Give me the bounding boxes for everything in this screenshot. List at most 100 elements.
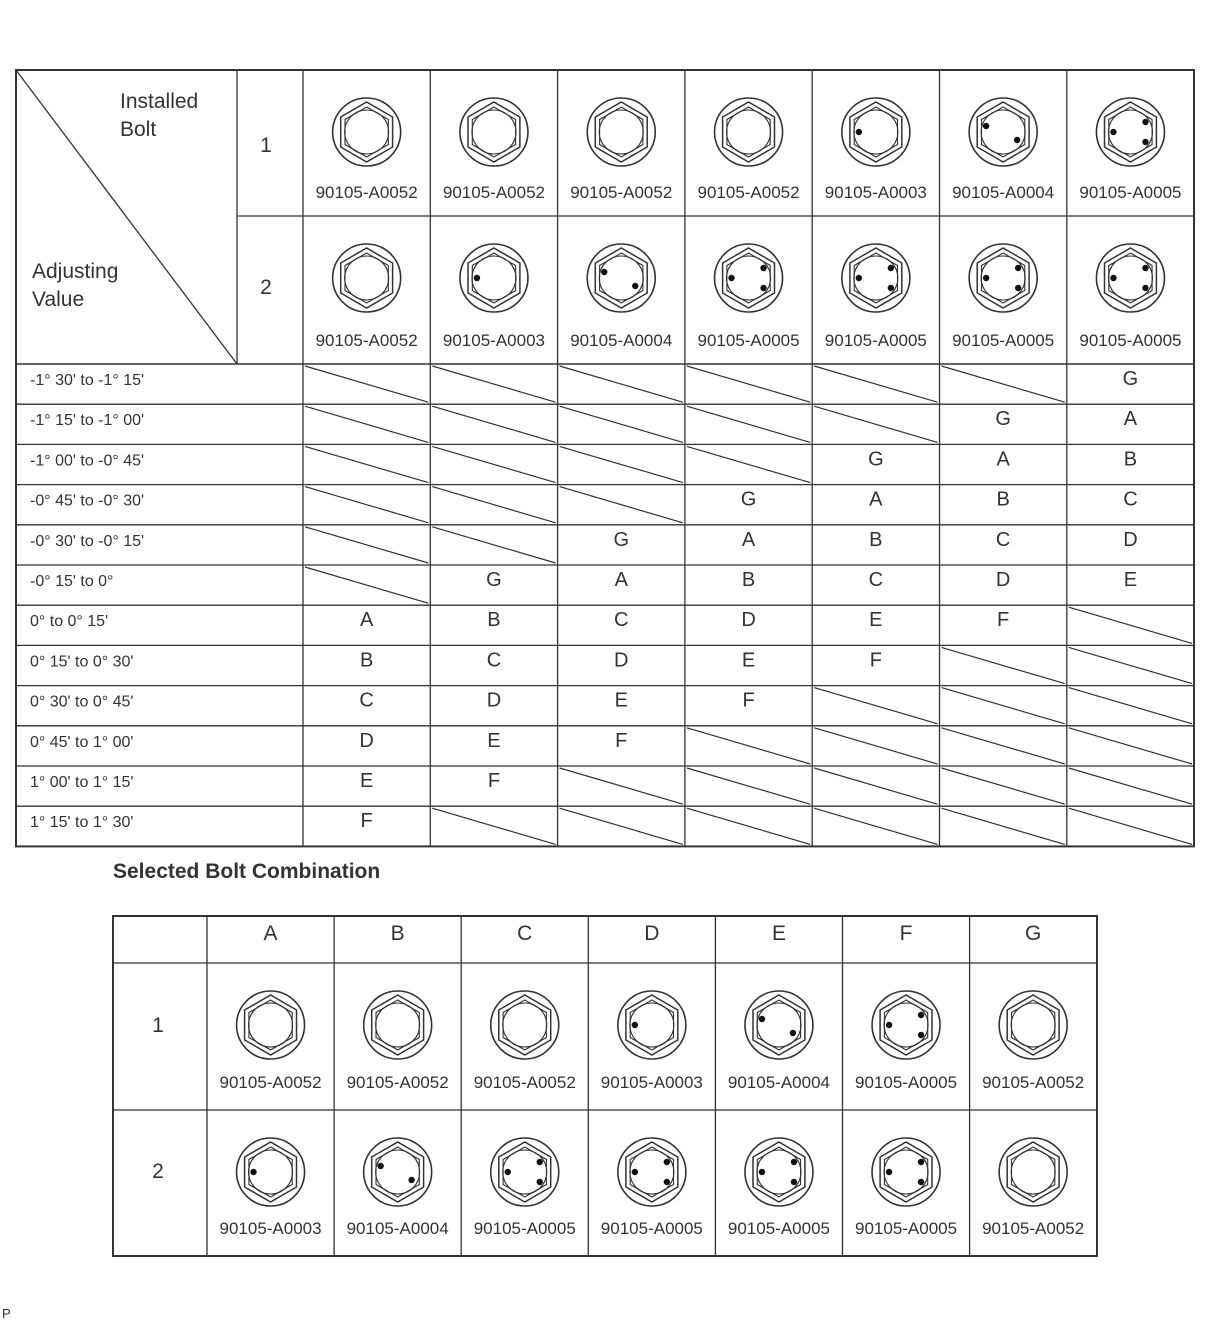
na-cell-hatch	[1068, 687, 1193, 725]
bolt-hex-inner	[375, 1146, 420, 1198]
bolt-hex-inner	[471, 106, 517, 158]
bolt-hex-outline	[243, 1141, 298, 1203]
bolt-dot-mark	[885, 1168, 893, 1176]
bolt-hex-outline	[625, 1141, 679, 1203]
adjusting-value-label: -0° 45' to -0° 30'	[30, 493, 144, 510]
bolt-hex-inner	[248, 1146, 293, 1198]
combination-letter: D	[1123, 529, 1137, 551]
bolt-hex-inner	[471, 252, 517, 304]
combination-letter: C	[359, 690, 373, 712]
bolt-dot-mark	[536, 1158, 543, 1166]
bolt-outer-circle	[586, 97, 657, 167]
combo-bolt-part-number: 90105-A0005	[855, 1073, 957, 1092]
installed-bolt-part-number: 90105-A0052	[570, 183, 672, 202]
adjustment-table-border	[15, 69, 1195, 848]
bolt-dot-mark	[1014, 284, 1022, 292]
combination-letter: A	[615, 569, 629, 591]
na-cell-hatch	[686, 767, 811, 805]
combination-letter: E	[615, 690, 628, 712]
bolt-outer-circle	[841, 243, 911, 313]
na-cell-hatch	[686, 405, 811, 443]
bolt-inner-circle	[344, 255, 390, 301]
bolt-dot-mark	[504, 1168, 511, 1176]
bolt-inner-circle	[1010, 1149, 1056, 1195]
bolt-outer-circle	[713, 97, 784, 167]
installed-bolt-icon	[331, 243, 402, 313]
na-cell-hatch	[941, 646, 1065, 685]
na-cell-hatch	[304, 486, 429, 524]
bolt-dot-mark	[917, 1011, 925, 1019]
na-cell-hatch	[304, 566, 429, 604]
corner-diagonal	[15, 69, 238, 365]
installed-bolt-icon	[586, 243, 657, 313]
bolt-dot-mark	[760, 284, 767, 292]
bolt-inner-circle	[853, 109, 899, 155]
combo-bolt-icon	[744, 990, 814, 1060]
combination-letter: E	[1124, 569, 1137, 591]
bolt-hex-inner	[726, 252, 771, 304]
section-title: Selected Bolt Combination	[113, 860, 380, 883]
combo-bolt-part-number: 90105-A0052	[347, 1073, 449, 1092]
na-cell-hatch	[814, 807, 938, 845]
na-cell-hatch	[432, 365, 556, 403]
installed-bolt-icon	[1095, 97, 1166, 167]
bolt-outer-circle	[459, 243, 529, 313]
combination-letter: C	[1123, 489, 1137, 511]
na-cell-hatch	[432, 486, 556, 524]
bolt-outer-circle	[331, 97, 402, 167]
combo-bolt-icon	[362, 1137, 433, 1207]
na-cell-hatch	[432, 526, 556, 564]
combination-letter: B	[487, 609, 500, 631]
bolt-inner-circle	[502, 1149, 548, 1195]
installed-bolt-icon	[841, 243, 911, 313]
bolt-hex-inner	[344, 252, 389, 304]
corner-label-adjusting-value: Adjusting	[32, 260, 118, 283]
bolt-dot-mark	[917, 1031, 925, 1039]
bolt-outer-circle	[235, 1137, 306, 1207]
combo-bolt-icon	[871, 1137, 941, 1207]
bolt-hex-outline	[467, 247, 521, 309]
bolt-hex-inner	[502, 1146, 547, 1198]
bolt-outer-circle	[1095, 97, 1166, 167]
installed-bolt-part-number: 90105-A0052	[698, 183, 800, 202]
installed-bolt-icon	[459, 243, 529, 313]
bolt-outer-circle	[998, 990, 1068, 1060]
bolt-dot-mark	[250, 1168, 257, 1176]
na-cell-hatch	[814, 727, 938, 765]
na-cell-hatch	[1068, 727, 1193, 765]
na-cell-hatch	[941, 687, 1065, 725]
bolt-outer-circle	[713, 243, 784, 313]
bolt-hex-outline	[879, 1141, 933, 1203]
bolt-inner-circle	[883, 1149, 929, 1195]
combination-letter: G	[995, 408, 1011, 430]
bolt-hex-outline	[1103, 247, 1158, 309]
bolt-dot-mark	[917, 1178, 925, 1186]
na-cell-hatch	[304, 526, 429, 564]
bolt-inner-circle	[375, 1002, 421, 1048]
bolt-hex-outline	[849, 247, 903, 309]
bolt-dot-mark	[887, 284, 895, 292]
na-cell-hatch	[559, 405, 684, 443]
na-cell-hatch	[686, 727, 811, 765]
bolt-dot-mark	[1142, 118, 1149, 126]
figure-code: P	[2, 1306, 11, 1321]
bolt-hex-outline	[339, 101, 394, 163]
installed-bolt-part-number: 90105-A0004	[952, 183, 1054, 202]
combination-letter: C	[996, 529, 1010, 551]
bolt-inner-circle	[756, 1149, 802, 1195]
na-cell-hatch	[559, 486, 684, 524]
bolt-hex-outline	[625, 994, 679, 1056]
bolt-dot-mark	[790, 1178, 798, 1186]
bolt-outer-circle	[362, 1137, 433, 1207]
combo-letter-header: F	[900, 922, 913, 945]
bolt-hex-outline	[976, 247, 1030, 309]
combo-letter-header: C	[517, 922, 532, 945]
combo-letter-header: G	[1025, 922, 1041, 945]
bolt-dot-mark	[631, 1168, 639, 1176]
bolt-dot-mark	[1014, 264, 1022, 272]
bolt-hex-inner	[756, 1146, 802, 1198]
bolt-hex-outline	[594, 247, 648, 309]
bolt-outer-circle	[998, 1137, 1068, 1207]
bolt-outer-circle	[968, 97, 1038, 167]
corner-label-installed-bolt: Installed	[120, 90, 198, 113]
